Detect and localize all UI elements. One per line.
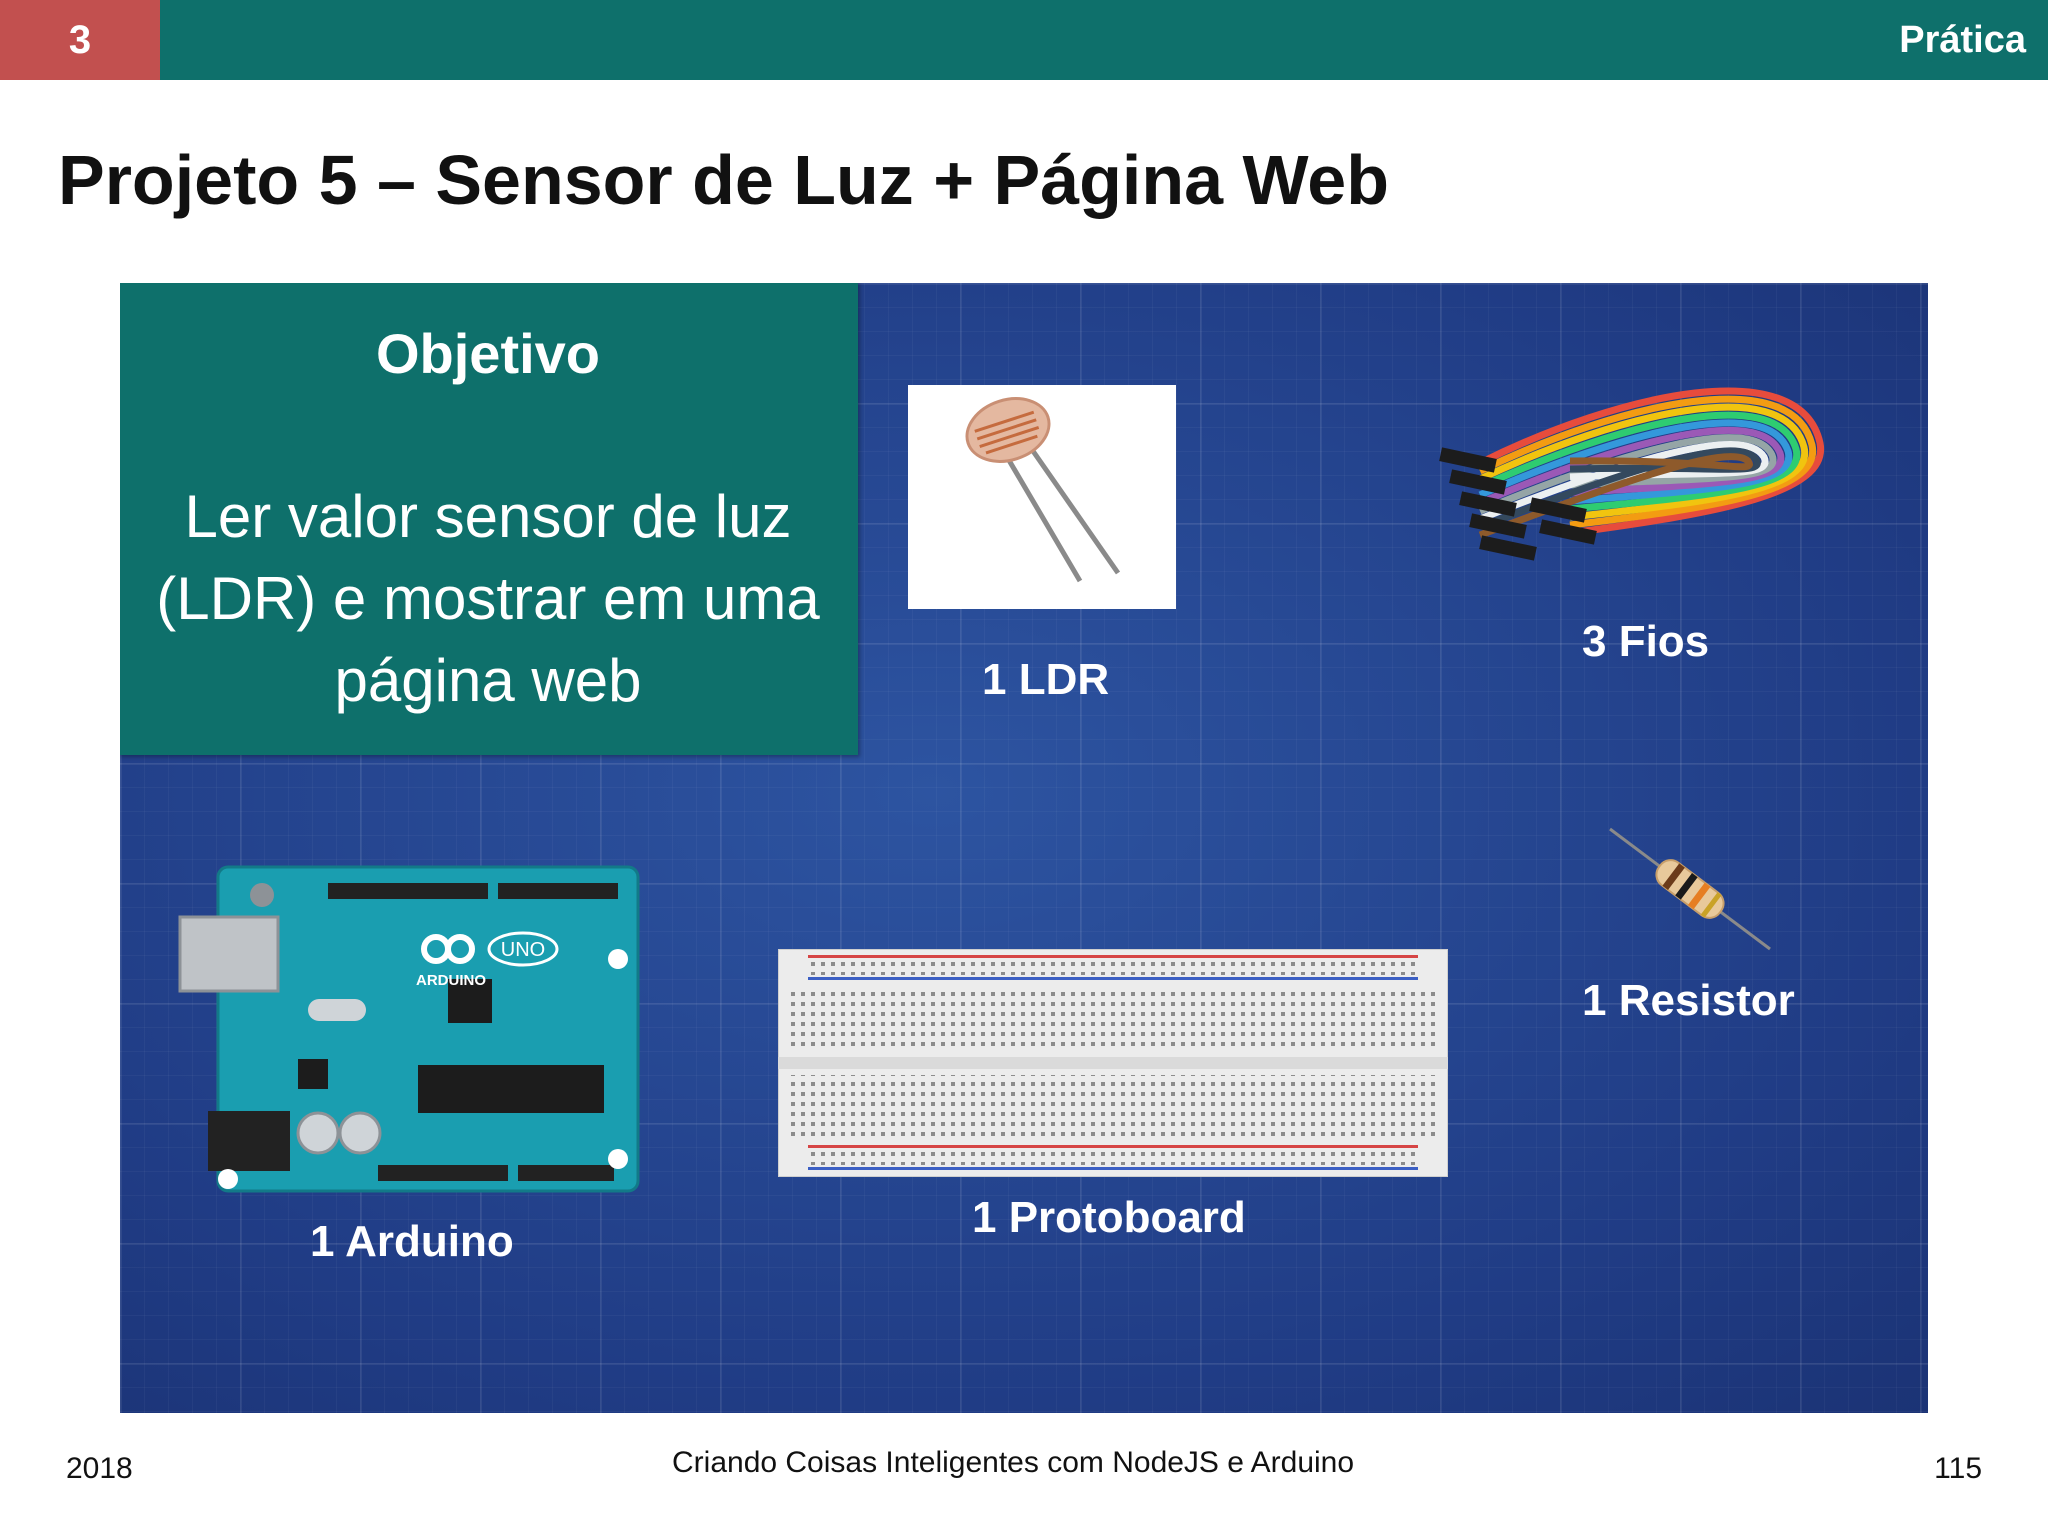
objective-heading: Objetivo xyxy=(375,322,601,385)
resistor-icon xyxy=(1609,827,1771,951)
objective-text: Ler valor sensor de luz (LDR) e mostrar … xyxy=(156,483,820,714)
ldr-label: 1 LDR xyxy=(982,655,1110,704)
jumper-wires-icon xyxy=(1439,387,1825,561)
components-panel: Objetivo Ler valor sensor de luz (LDR) e… xyxy=(120,283,1928,1413)
arduino-model-text: UNO xyxy=(501,939,545,961)
footer-page-number: 115 xyxy=(1934,1452,1982,1485)
page-title: Projeto 5 – Sensor de Luz + Página Web xyxy=(58,141,1389,219)
slide-number: 3 xyxy=(0,0,160,80)
header-bar: 3 Prática xyxy=(0,0,2048,80)
arduino-uno-icon: UNO ARDUINO xyxy=(178,865,640,1193)
footer-course: Criando Coisas Inteligentes com NodeJS e… xyxy=(672,1446,1355,1479)
fios-label: 3 Fios xyxy=(1582,617,1710,666)
resistor-label: 1 Resistor xyxy=(1582,976,1795,1025)
footer-year: 2018 xyxy=(66,1452,133,1485)
ldr-image-icon xyxy=(965,397,1121,583)
ldr-image xyxy=(908,385,1176,609)
objective-box: Objetivo Ler valor sensor de luz (LDR) e… xyxy=(120,283,858,755)
section-label: Prática xyxy=(1899,18,2026,61)
arduino-label: 1 Arduino xyxy=(310,1217,514,1266)
arduino-logo-text: ARDUINO xyxy=(416,972,486,989)
protoboard-icon xyxy=(778,949,1448,1177)
protoboard-label: 1 Protoboard xyxy=(972,1193,1246,1242)
